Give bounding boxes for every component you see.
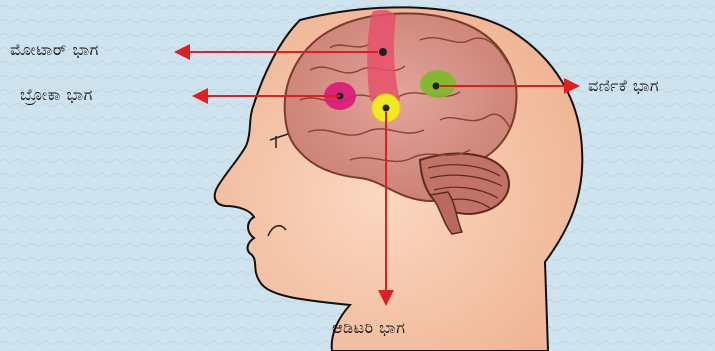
motor-marker xyxy=(379,48,387,56)
auditory-marker xyxy=(383,105,390,112)
visual-area-label: ವರ್ಣಿಕೆ ಭಾಗ xyxy=(588,76,659,96)
motor-area-label: ಮೋಟಾರ್ ಭಾಗ xyxy=(10,40,99,60)
broca-area-label: ಬ್ರೋಕಾ ಭಾಗ xyxy=(20,85,93,105)
visual-marker xyxy=(433,83,440,90)
auditory-area-label: ಆಡಿಟರಿ ಭಾಗ xyxy=(332,318,405,338)
